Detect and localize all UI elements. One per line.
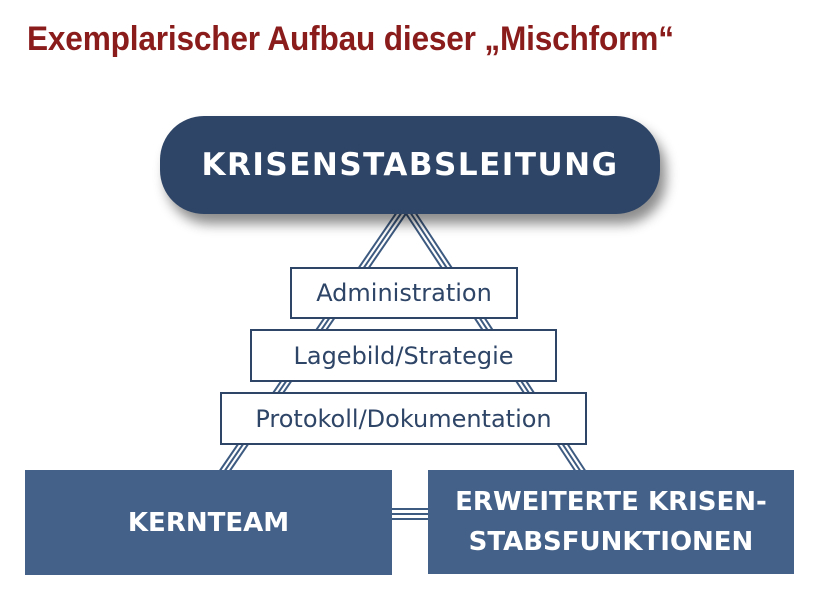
core-team-node: KERNTEAM	[25, 470, 392, 575]
role-protokoll-dokumentation: Protokoll/Dokumentation	[220, 392, 587, 445]
page-title: Exemplarischer Aufbau dieser „Mischform“	[27, 20, 674, 58]
leadership-node: KRISENSTABSLEITUNG	[160, 116, 660, 214]
role-lagebild-strategie: Lagebild/Strategie	[250, 329, 557, 382]
leadership-label: KRISENSTABSLEITUNG	[201, 147, 619, 183]
role-label: Lagebild/Strategie	[293, 341, 514, 370]
role-administration: Administration	[290, 267, 518, 319]
role-label: Protokoll/Dokumentation	[255, 404, 552, 433]
role-label: Administration	[316, 279, 492, 307]
extended-functions-label: ERWEITERTE KRISEN- STABSFUNKTIONEN	[455, 487, 767, 557]
extended-functions-node: ERWEITERTE KRISEN- STABSFUNKTIONEN	[428, 470, 794, 574]
core-team-label: KERNTEAM	[127, 507, 290, 538]
